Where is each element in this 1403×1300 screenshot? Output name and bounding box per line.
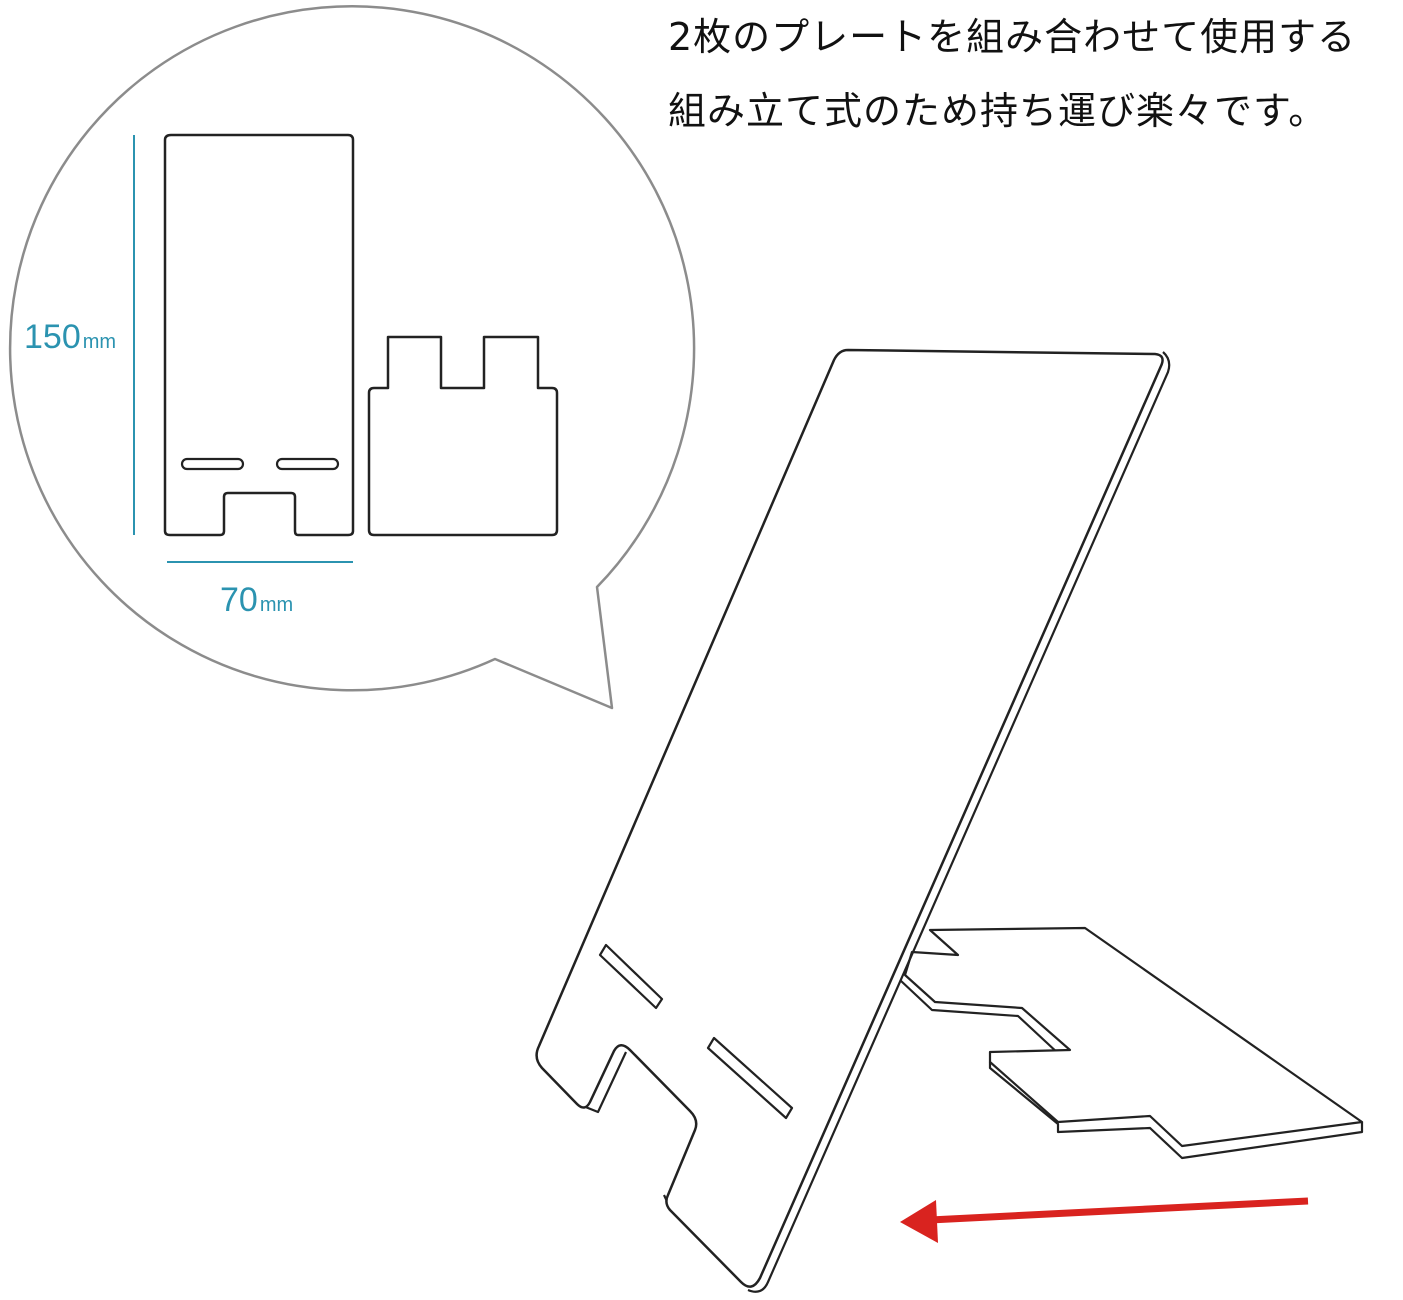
- slot-3d-left: [598, 943, 664, 1010]
- caption: 2枚のプレートを組み合わせて使用する 組み立て式のため持ち運び楽々です。: [668, 0, 1403, 148]
- assembly-arrow: [929, 1197, 1309, 1224]
- slot-left: [180, 457, 245, 471]
- arrowhead-icon: [900, 1200, 938, 1243]
- back-plate-3d-edge: [747, 351, 1171, 1293]
- support-plate-flat: [367, 335, 559, 537]
- back-plate-flat: [163, 133, 355, 537]
- caption-line-1: 2枚のプレートを組み合わせて使用する: [668, 15, 1357, 59]
- slot-3d-right: [706, 1036, 794, 1120]
- support-plate-3d-edge: [899, 979, 1364, 1160]
- back-plate-3d: [535, 348, 1164, 1288]
- support-plate-3d: [903, 926, 1364, 1148]
- caption-line-2: 組み立て式のため持ち運び楽々です。: [668, 89, 1328, 133]
- slot-right: [275, 457, 340, 471]
